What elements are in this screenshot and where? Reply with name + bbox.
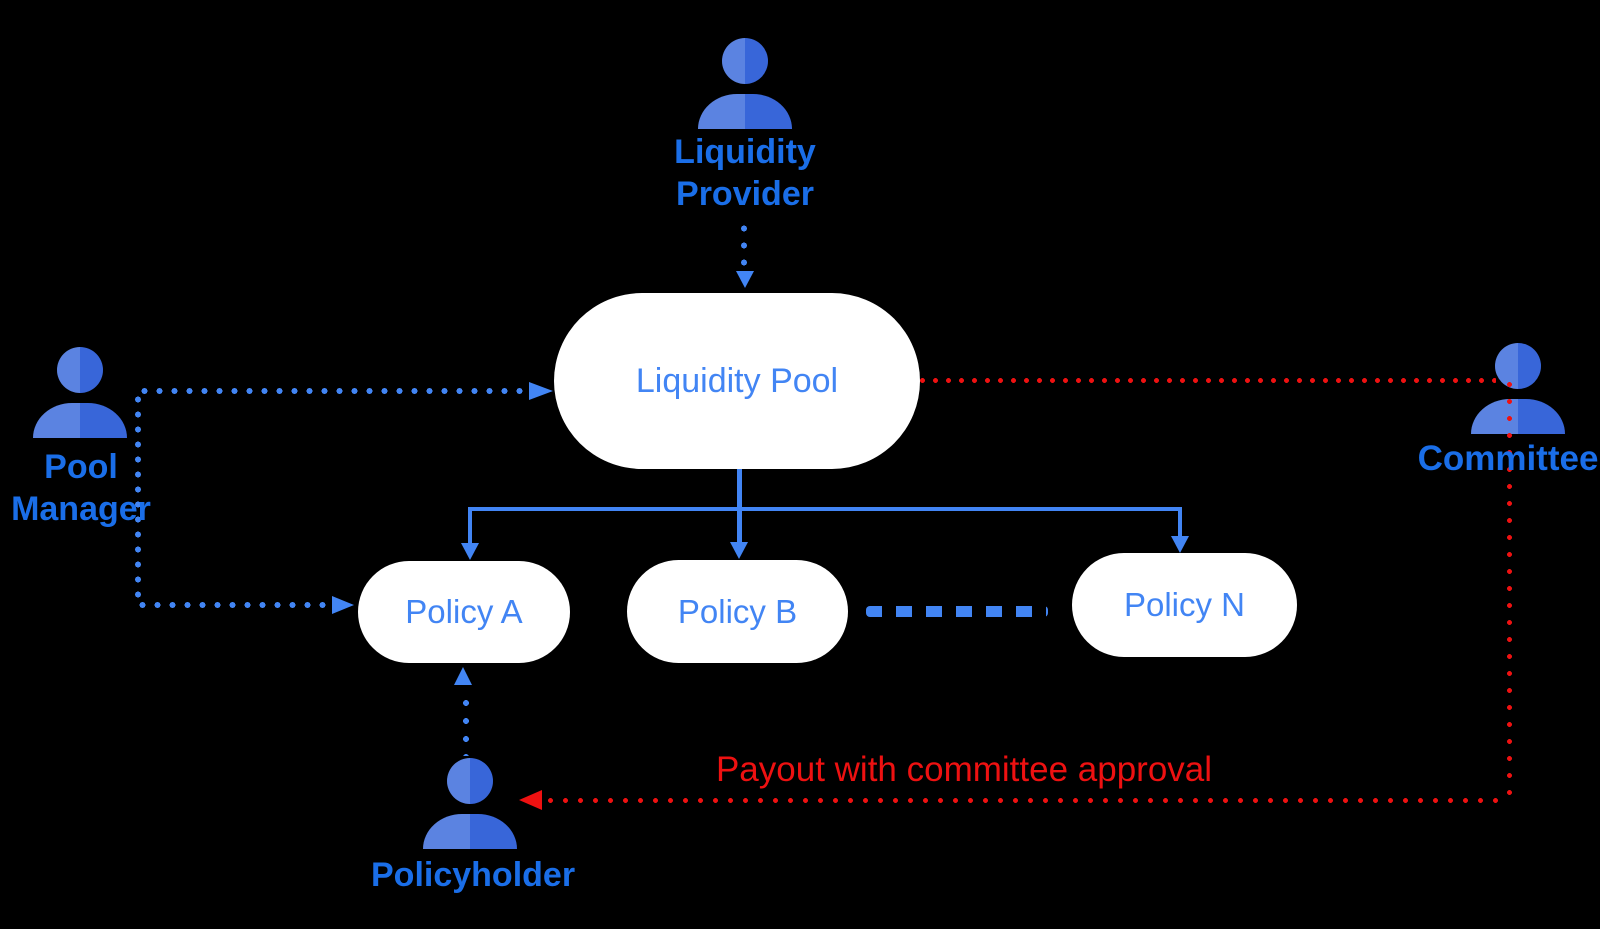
edge-committee-down bbox=[1507, 376, 1512, 800]
person-head-icon bbox=[722, 38, 768, 84]
policy-b-node: Policy B bbox=[627, 560, 848, 663]
liquidity-pool-label: Liquidity Pool bbox=[635, 361, 839, 400]
edge-manager-to-policy-a bbox=[135, 602, 333, 608]
edge-committee-to-policyholder bbox=[543, 798, 1505, 803]
pool-manager-icon bbox=[33, 347, 127, 438]
arrowhead-into-policy-b bbox=[730, 542, 748, 559]
arrowhead-into-policy-a bbox=[461, 543, 479, 560]
policyholder-icon bbox=[423, 758, 517, 849]
arrowhead-policyholder-to-policy-a bbox=[454, 667, 472, 685]
ellipsis-dashes bbox=[866, 606, 1048, 617]
policy-n-node: Policy N bbox=[1072, 553, 1297, 657]
pool-manager-label: Pool Manager bbox=[11, 448, 151, 528]
liquidity-provider-icon bbox=[698, 38, 792, 129]
policy-a-label: Policy A bbox=[405, 593, 523, 630]
edge-manager-down bbox=[135, 392, 141, 606]
person-head-icon bbox=[1495, 343, 1541, 389]
person-torso-icon bbox=[423, 814, 517, 849]
payout-annotation: Payout with committee approval bbox=[715, 750, 1213, 789]
arrowhead-payout-to-policyholder bbox=[519, 790, 542, 810]
committee-icon bbox=[1471, 343, 1565, 434]
policy-n-label: Policy N bbox=[1123, 586, 1246, 623]
edge-pool-to-committee bbox=[916, 378, 1496, 383]
person-head-icon bbox=[57, 347, 103, 393]
edge-pool-trunk bbox=[737, 466, 742, 510]
person-torso-icon bbox=[1471, 399, 1565, 434]
person-torso-icon bbox=[698, 94, 792, 129]
arrowhead-manager-to-policy-a bbox=[332, 596, 354, 614]
person-torso-icon bbox=[33, 403, 127, 438]
edge-drop-policy-b bbox=[737, 507, 742, 544]
edge-policyholder-to-policy-a bbox=[463, 694, 469, 756]
edge-drop-policy-a bbox=[468, 507, 472, 545]
edge-provider-to-pool bbox=[741, 220, 747, 270]
liquidity-provider-label: Liquidity Provider bbox=[674, 133, 816, 213]
policy-a-node: Policy A bbox=[358, 561, 570, 663]
committee-label: Committee bbox=[1417, 439, 1599, 478]
arrowhead-into-policy-n bbox=[1171, 536, 1189, 553]
arrowhead-manager-to-pool bbox=[529, 382, 553, 400]
liquidity-pool-node: Liquidity Pool bbox=[554, 293, 920, 469]
policy-b-label: Policy B bbox=[677, 592, 798, 630]
edge-pool-branch-horizontal bbox=[468, 507, 1182, 511]
arrowhead-provider-to-pool bbox=[736, 271, 754, 288]
edge-manager-to-pool bbox=[137, 388, 525, 394]
edge-drop-policy-n bbox=[1178, 507, 1182, 538]
person-head-icon bbox=[447, 758, 493, 804]
policyholder-label: Policyholder bbox=[371, 856, 576, 894]
